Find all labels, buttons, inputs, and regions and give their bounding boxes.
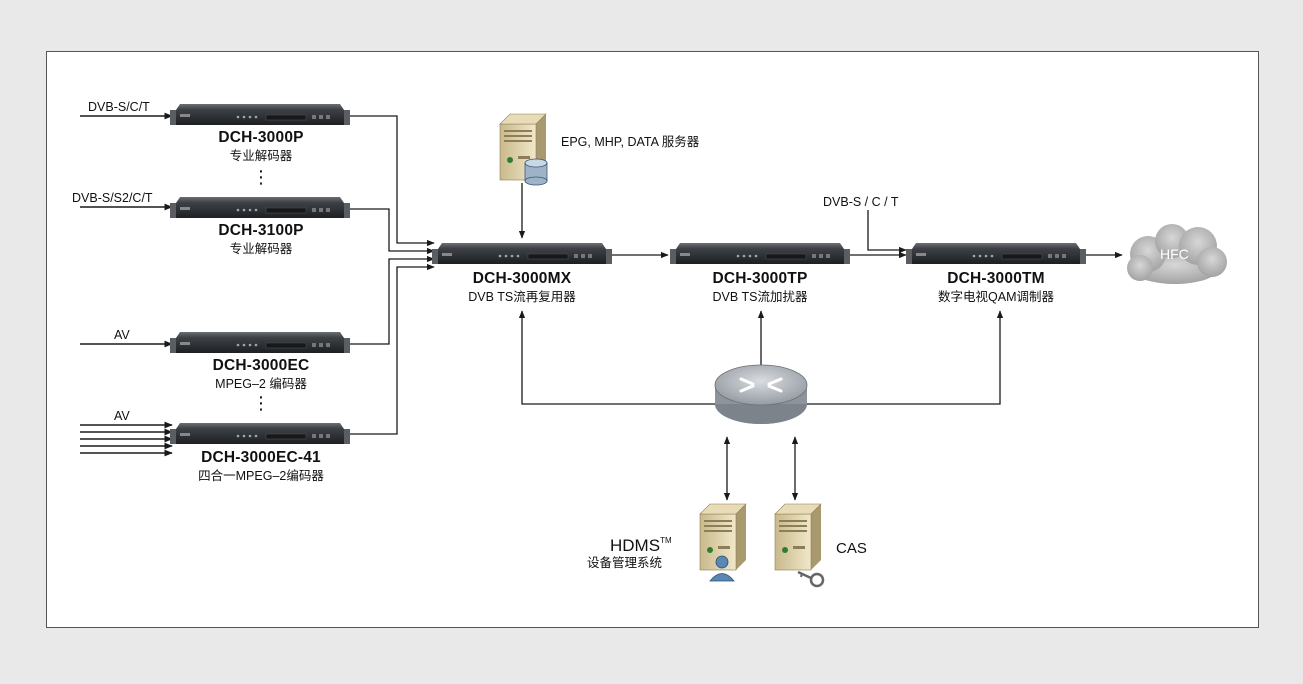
ellipsis-lower: ⋮ <box>252 393 270 413</box>
input-label-dch3000ec: AV <box>114 328 130 342</box>
dch-3000p-model: DCH-3000P <box>218 129 304 146</box>
dch-3100p-device <box>169 196 351 219</box>
dch-3000tp-device <box>669 242 851 265</box>
dch-3000ec41-desc: 四合一MPEG–2编码器 <box>198 469 324 483</box>
dch-3100p-model: DCH-3100P <box>218 222 304 239</box>
key-icon <box>797 570 825 588</box>
input-label-dch3000tm: DVB-S / C / T <box>823 195 899 209</box>
trademark-mark: TM <box>660 536 672 545</box>
router-icon <box>714 364 808 424</box>
epg-server-label: EPG, MHP, DATA 服务器 <box>561 135 700 149</box>
input-label-dch3000ec41: AV <box>114 409 130 423</box>
cas-label: CAS <box>836 540 867 557</box>
database-icon <box>524 158 548 186</box>
dch-3000mx-model: DCH-3000MX <box>472 270 572 287</box>
input-label-dch3100p: DVB-S/S2/C/T <box>72 191 153 205</box>
hfc-label: HFC <box>1160 246 1189 262</box>
dch-3000ec41-device <box>169 422 351 445</box>
hdms-label: HDMSTM <box>610 536 672 555</box>
user-icon <box>709 555 735 582</box>
dch-3000ec-device <box>169 331 351 354</box>
dch-3000tm-model: DCH-3000TM <box>947 270 1045 287</box>
dch-3000p-desc: 专业解码器 <box>229 149 293 163</box>
dch-3000ec-model: DCH-3000EC <box>212 357 310 374</box>
cas-server-icon <box>774 503 822 571</box>
dch-3000ec41-model: DCH-3000EC-41 <box>201 449 321 466</box>
ellipsis-upper: ⋮ <box>252 167 270 187</box>
dch-3000tp-model: DCH-3000TP <box>712 270 808 287</box>
dch-3000p-device <box>169 103 351 126</box>
input-label-dch3000p: DVB-S/C/T <box>88 100 150 114</box>
hfc-cloud-icon <box>1127 224 1227 284</box>
dch-3000tm-device <box>905 242 1087 265</box>
dch-3000tm-desc: 数字电视QAM调制器 <box>938 290 1054 304</box>
dch-3000tp-desc: DVB TS流加扰器 <box>712 290 808 304</box>
hdms-desc: 设备管理系统 <box>587 556 663 570</box>
dch-3100p-desc: 专业解码器 <box>229 242 293 256</box>
dch-3000ec-desc: MPEG–2 编码器 <box>215 377 307 391</box>
dch-3000mx-device <box>431 242 613 265</box>
dch-3000mx-desc: DVB TS流再复用器 <box>468 290 576 304</box>
